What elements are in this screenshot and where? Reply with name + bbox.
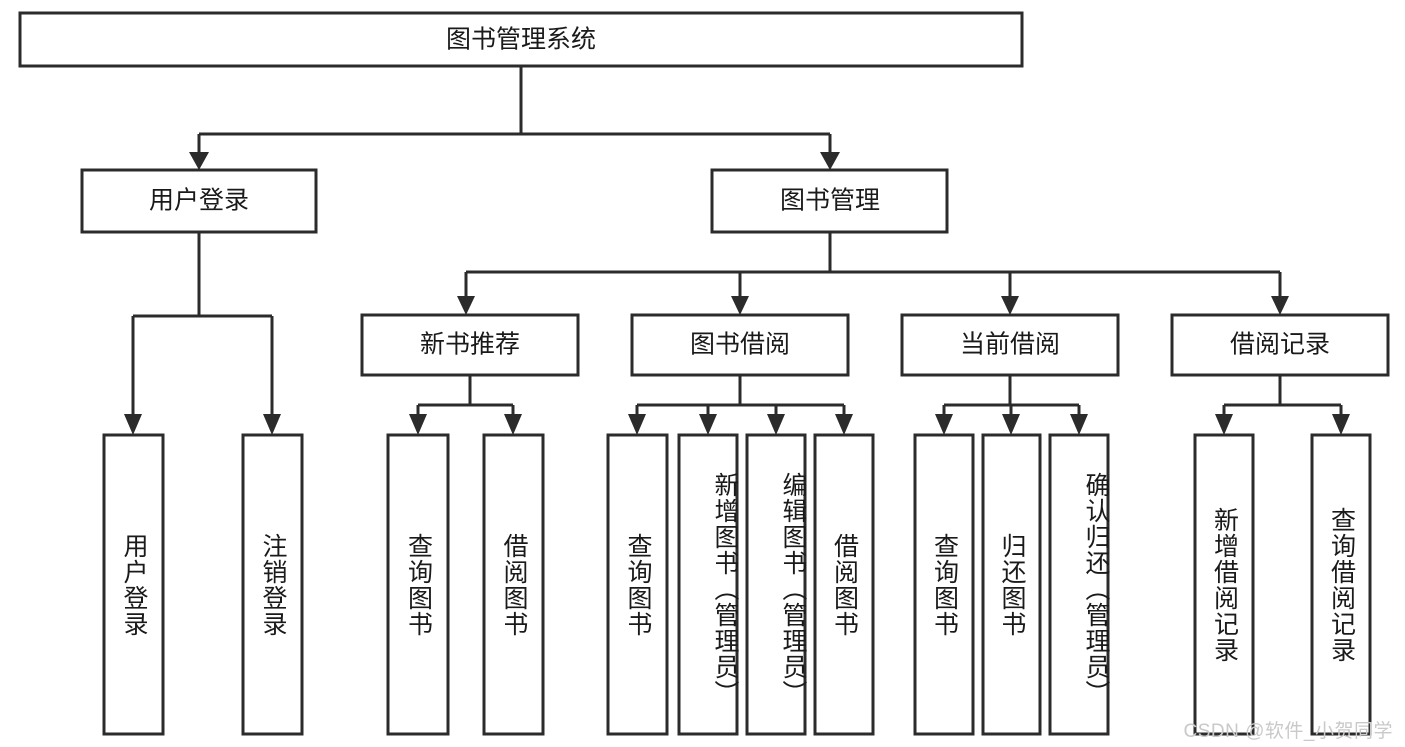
leaf-box-confirm-return[interactable] bbox=[1048, 433, 1110, 736]
node-root-label: 图书管理系统 bbox=[446, 26, 596, 54]
node-book-mgmt-label: 图书管理 bbox=[780, 187, 880, 215]
watermark-text: CSDN @软件_小贺同学 bbox=[1183, 721, 1393, 742]
leaf-box-query-book-3[interactable] bbox=[913, 433, 975, 736]
leaf-box-add-book[interactable] bbox=[677, 433, 739, 736]
node-borrow-record-label: 借阅记录 bbox=[1230, 331, 1330, 359]
leaf-box-add-record[interactable] bbox=[1193, 433, 1255, 736]
leaf-box-borrow-book-2[interactable] bbox=[813, 433, 875, 736]
node-book-borrow-box[interactable] bbox=[630, 313, 850, 377]
leaf-box-edit-book[interactable] bbox=[745, 433, 807, 736]
arrow-to-borrow-record bbox=[1271, 296, 1289, 315]
arrow-to-leaf-query-record bbox=[1332, 414, 1350, 435]
arrow-to-user-login bbox=[189, 152, 209, 170]
node-borrow-record-box[interactable] bbox=[1170, 313, 1390, 377]
arrow-to-new-book bbox=[457, 296, 475, 315]
nodes-layer: 图书管理系统 用户登录 图书管理 新书推荐 图书借阅 当前借阅 借阅记录 bbox=[18, 11, 1390, 736]
arrow-to-leaf-query-book-1 bbox=[409, 414, 427, 435]
node-new-book-recommend-box[interactable] bbox=[360, 313, 580, 377]
node-book-mgmt-box[interactable] bbox=[710, 168, 949, 234]
arrow-to-leaf-return-book bbox=[1002, 414, 1020, 435]
arrow-to-leaf-query-book-3 bbox=[935, 414, 953, 435]
leaf-box-logout[interactable] bbox=[241, 433, 304, 736]
node-new-book-recommend-label: 新书推荐 bbox=[420, 331, 520, 359]
leaf-box-user-login[interactable] bbox=[102, 433, 165, 736]
arrow-to-leaf-logout bbox=[263, 414, 281, 435]
leaf-box-return-book[interactable] bbox=[981, 433, 1042, 736]
arrow-to-leaf-query-book-2 bbox=[628, 414, 646, 435]
arrow-to-leaf-user-login bbox=[124, 414, 142, 435]
arrow-to-leaf-confirm-return bbox=[1070, 414, 1088, 435]
arrow-to-book-mgmt bbox=[820, 152, 840, 170]
arrow-to-leaf-edit-book bbox=[767, 414, 785, 435]
arrow-to-book-borrow bbox=[731, 296, 749, 315]
arrow-to-leaf-add-book bbox=[699, 414, 717, 435]
arrow-to-leaf-borrow-book-2 bbox=[835, 414, 853, 435]
leaf-box-query-record[interactable] bbox=[1310, 433, 1372, 736]
arrow-to-leaf-borrow-book-1 bbox=[504, 414, 522, 435]
node-user-login-label: 用户登录 bbox=[149, 187, 249, 215]
leaf-box-query-book-2[interactable] bbox=[606, 433, 669, 736]
node-current-borrow-label: 当前借阅 bbox=[960, 331, 1060, 359]
edges-layer bbox=[124, 66, 1350, 435]
node-user-login-box[interactable] bbox=[80, 168, 318, 234]
arrow-to-leaf-add-record bbox=[1215, 414, 1233, 435]
leaf-box-borrow-book-1[interactable] bbox=[482, 433, 545, 736]
arrow-to-current-borrow bbox=[1001, 296, 1019, 315]
leaf-box-query-book-1[interactable] bbox=[386, 433, 450, 736]
node-root-box[interactable] bbox=[18, 11, 1024, 68]
node-book-borrow-label: 图书借阅 bbox=[690, 331, 790, 359]
node-current-borrow-box[interactable] bbox=[900, 313, 1120, 377]
